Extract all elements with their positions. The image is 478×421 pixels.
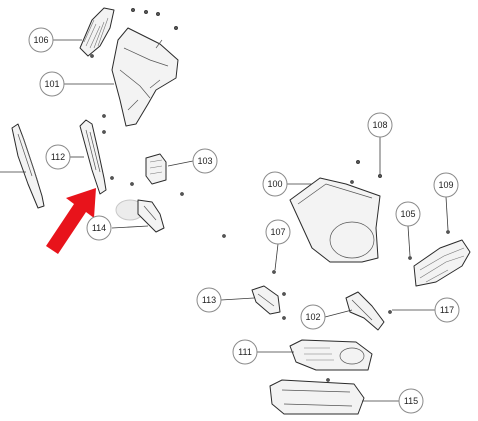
callout-115-label: 115 (404, 396, 418, 406)
callout-106-label: 106 (33, 35, 48, 45)
callout-105: 105 (395, 201, 421, 227)
callout-114: 114 (86, 215, 112, 241)
part-103-clip (145, 153, 167, 185)
callout-106: 106 (28, 27, 54, 53)
leader-lines (53, 39, 449, 402)
callout-108: 108 (367, 112, 393, 138)
callout-102: 102 (300, 304, 326, 330)
callout-105-label: 105 (400, 209, 415, 219)
part-rail-far-left (0, 123, 45, 209)
callout-112-label: 112 (51, 152, 65, 162)
part-115-lower-trim (269, 379, 365, 415)
right-fasteners (272, 159, 450, 382)
callout-114-label: 114 (92, 223, 106, 233)
part-100-bezel (289, 177, 381, 263)
part-114-bracket (115, 199, 165, 233)
callout-113-label: 113 (202, 295, 216, 305)
callout-100-label: 100 (267, 179, 282, 189)
callout-101: 101 (39, 71, 65, 97)
pointer-arrow (46, 188, 96, 254)
part-112-side-rail (79, 119, 107, 195)
part-101-bracket (111, 27, 179, 127)
callout-102-label: 102 (305, 312, 320, 322)
callout-107: 107 (265, 219, 291, 245)
callout-111-label: 111 (238, 347, 252, 357)
callout-108-label: 108 (372, 120, 387, 130)
callout-111: 111 (232, 339, 258, 365)
part-102-bracket (345, 291, 385, 331)
callout-107-label: 107 (270, 227, 285, 237)
part-111-lower-grille (289, 339, 373, 371)
callout-109: 109 (433, 172, 459, 198)
callout-109-label: 109 (438, 180, 453, 190)
left-fasteners (90, 7, 226, 238)
callout-112: 112 (45, 144, 71, 170)
callout-100: 100 (262, 171, 288, 197)
callout-113: 113 (196, 287, 222, 313)
callout-117-label: 117 (440, 305, 454, 315)
callout-103: 103 (192, 148, 218, 174)
part-106-grille-insert (79, 7, 115, 57)
callout-115: 115 (398, 388, 424, 414)
callout-101-label: 101 (44, 79, 59, 89)
callout-117: 117 (434, 297, 460, 323)
callout-103-label: 103 (197, 156, 212, 166)
part-113-bracket (251, 285, 281, 315)
part-honeycomb-grille (413, 239, 471, 287)
